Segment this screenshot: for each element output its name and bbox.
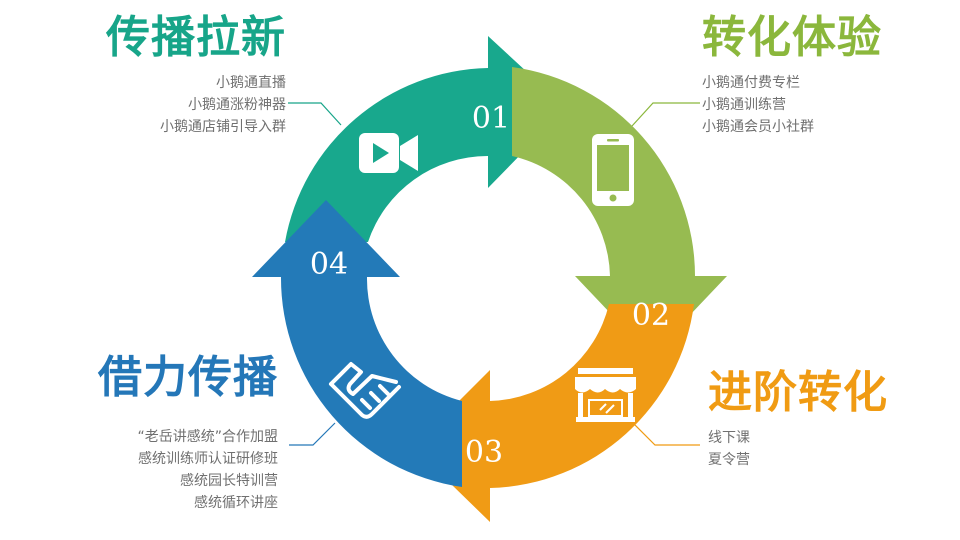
step-title-02: 转化体验	[702, 12, 882, 63]
step-02-text-block: 转化体验 小鹅通付费专栏 小鹅通训练营 小鹅通会员小社群	[702, 12, 882, 138]
list-item: 感统训练师认证研修班	[138, 451, 278, 467]
step-01-text-block: 传播拉新 小鹅通直播 小鹅通涨粉神器 小鹅通店铺引导入群	[0, 12, 286, 138]
step-03-item-list: 线下课 夏令营	[708, 427, 888, 471]
step-title-04: 借力传播	[98, 352, 278, 403]
step-number-02: 02	[632, 298, 670, 333]
list-item: 小鹅通涨粉神器	[188, 97, 286, 113]
step-number-01: 01	[472, 101, 510, 136]
list-item: 小鹅通直播	[216, 75, 286, 91]
list-item: 夏令营	[708, 452, 750, 468]
leader-line-04	[289, 422, 336, 446]
list-item: 线下课	[708, 430, 750, 446]
leader-line-01	[288, 102, 342, 126]
list-item: 感统循环讲座	[194, 495, 278, 511]
list-item: “老岳讲感统”合作加盟	[137, 429, 278, 445]
step-title-01: 传播拉新	[106, 12, 286, 63]
step-number-04: 04	[310, 247, 348, 282]
segment-arrow-04	[252, 200, 462, 487]
list-item: 感统园长特训营	[180, 473, 278, 489]
step-02-item-list: 小鹅通付费专栏 小鹅通训练营 小鹅通会员小社群	[702, 72, 882, 138]
leader-line-03	[633, 423, 700, 446]
handshake-icon	[329, 362, 401, 419]
step-title-03: 进阶转化	[708, 367, 888, 418]
segment-arrow-02	[512, 67, 727, 356]
step-04-text-block: 借力传播 “老岳讲感统”合作加盟 感统训练师认证研修班 感统园长特训营 感统循环…	[0, 352, 278, 514]
list-item: 小鹅通会员小社群	[702, 119, 814, 135]
list-item: 小鹅通付费专栏	[702, 75, 800, 91]
step-number-03: 03	[465, 435, 503, 470]
step-03-text-block: 进阶转化 线下课 夏令营	[708, 367, 888, 471]
leader-line-02	[631, 102, 700, 127]
segment-arrow-01	[285, 36, 566, 242]
storefront-icon	[575, 368, 636, 422]
segment-arrow-03	[413, 304, 694, 522]
video-camera-icon	[359, 133, 418, 173]
list-item: 小鹅通训练营	[702, 97, 786, 113]
list-item: 小鹅通店铺引导入群	[160, 119, 286, 135]
smartphone-icon	[592, 134, 634, 206]
step-04-item-list: “老岳讲感统”合作加盟 感统训练师认证研修班 感统园长特训营 感统循环讲座	[0, 426, 278, 514]
step-01-item-list: 小鹅通直播 小鹅通涨粉神器 小鹅通店铺引导入群	[0, 72, 286, 138]
